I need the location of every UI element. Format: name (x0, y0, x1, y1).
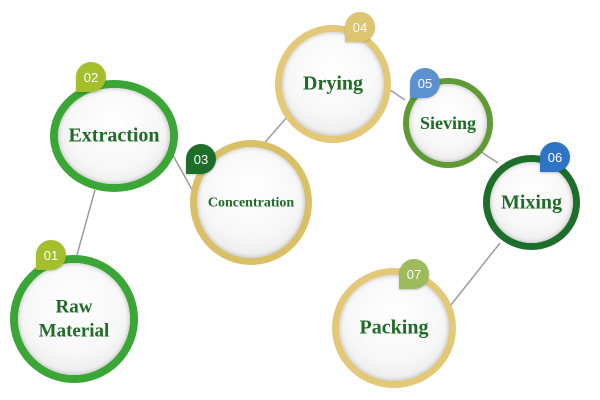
step-label-line1: Mixing (500, 191, 563, 213)
step-raw-material: Raw Material (10, 255, 138, 383)
step-number: 04 (352, 19, 368, 35)
step-number-badge: 05 (410, 68, 440, 98)
step-label-line1: Extraction (68, 124, 160, 147)
step-number: 01 (43, 247, 59, 263)
step-label-line1: Raw (55, 296, 93, 318)
step-packing: Packing (332, 268, 456, 388)
step-extraction: Extraction (50, 80, 178, 192)
step-number-badge: 06 (540, 142, 570, 172)
step-label: Raw Material (18, 295, 130, 343)
step-label: Packing (339, 316, 449, 341)
step-label: Concentration (197, 194, 305, 212)
step-number: 02 (83, 69, 99, 85)
step-label: Drying (282, 72, 384, 97)
connector-06-07 (442, 242, 501, 316)
step-label-line1: Drying (303, 72, 363, 95)
step-number: 06 (547, 149, 563, 165)
step-label-line2: Material (38, 320, 110, 341)
step-number-badge: 04 (345, 12, 375, 42)
step-label-line1: Sieving (419, 112, 476, 133)
step-number-badge: 01 (36, 240, 66, 270)
step-label-line1: Concentration (207, 194, 295, 210)
step-drying: Drying (275, 25, 391, 143)
step-number: 07 (406, 266, 422, 282)
connector-01-02 (74, 189, 96, 263)
connector-04-05 (389, 89, 406, 101)
step-number-badge: 02 (76, 62, 106, 92)
step-label: Extraction (58, 124, 170, 149)
step-number: 05 (417, 75, 433, 91)
step-label: Sieving (409, 112, 487, 135)
step-mixing: Mixing (483, 155, 580, 250)
step-number: 03 (193, 151, 209, 167)
step-concentration: Concentration (190, 140, 312, 265)
step-number-badge: 03 (186, 144, 216, 174)
step-number-badge: 07 (399, 259, 429, 289)
step-label: Mixing (490, 190, 573, 215)
step-label-line1: Packing (359, 316, 429, 339)
